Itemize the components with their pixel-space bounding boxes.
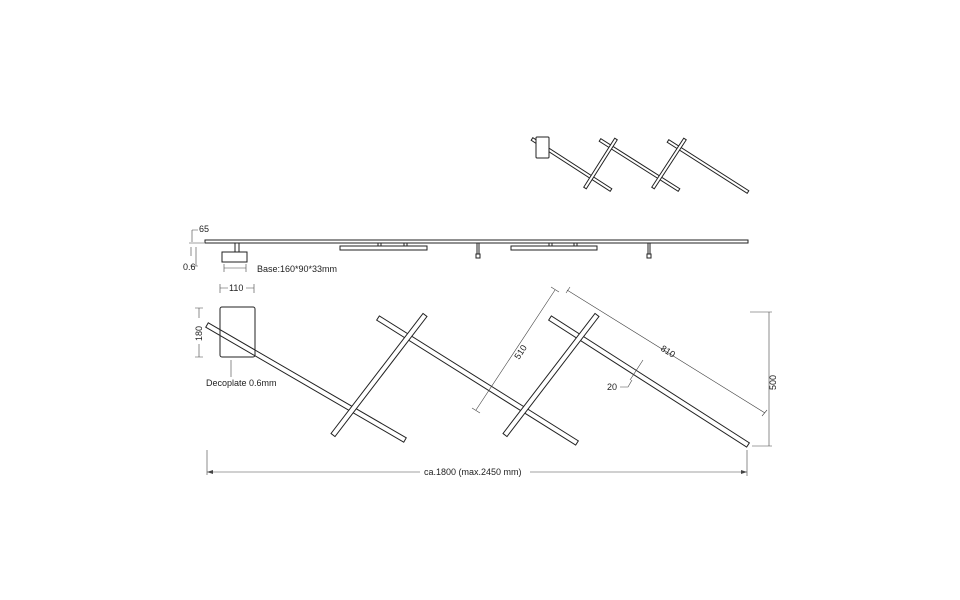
side-view-lower-bar (339, 245, 428, 251)
thumbnail-decoplate (535, 136, 550, 159)
long-bar (547, 315, 751, 448)
side-view-base (221, 251, 248, 263)
thumbnail-cross-bar (583, 137, 618, 190)
cross-bar (330, 312, 428, 438)
plate-width-label: 110 (229, 283, 243, 293)
decoplate (219, 306, 256, 358)
base-label: Base:160*90*33mm (257, 264, 337, 274)
side-view-base-stem (234, 242, 240, 253)
lamp-bars (205, 137, 751, 448)
cross-bar (502, 312, 600, 438)
total-height-label: 500 (768, 375, 778, 390)
side-view-pendant (647, 242, 651, 255)
long-bar (375, 315, 580, 446)
bar-width-label: 20 (607, 382, 617, 392)
side-view-lower-bar (510, 245, 598, 251)
plate-height-label: 180 (194, 326, 204, 341)
plate-thickness-label: 0.6 (183, 262, 196, 272)
decoplate-label: Decoplate 0.6mm (206, 378, 277, 388)
long-bar-length-label: 810 (659, 343, 677, 359)
thumbnail-cross-bar (651, 137, 687, 190)
thumbnail-long-bar (666, 139, 750, 194)
side-view: 65 0.6 Base:160*90*33mm (183, 224, 749, 274)
height-label: 65 (199, 224, 209, 234)
cross-bar-length-label: 510 (512, 343, 529, 361)
total-width-label: ca.1800 (max.2450 mm) (424, 467, 522, 477)
long-bar (205, 322, 407, 443)
side-view-pendant (476, 242, 480, 255)
